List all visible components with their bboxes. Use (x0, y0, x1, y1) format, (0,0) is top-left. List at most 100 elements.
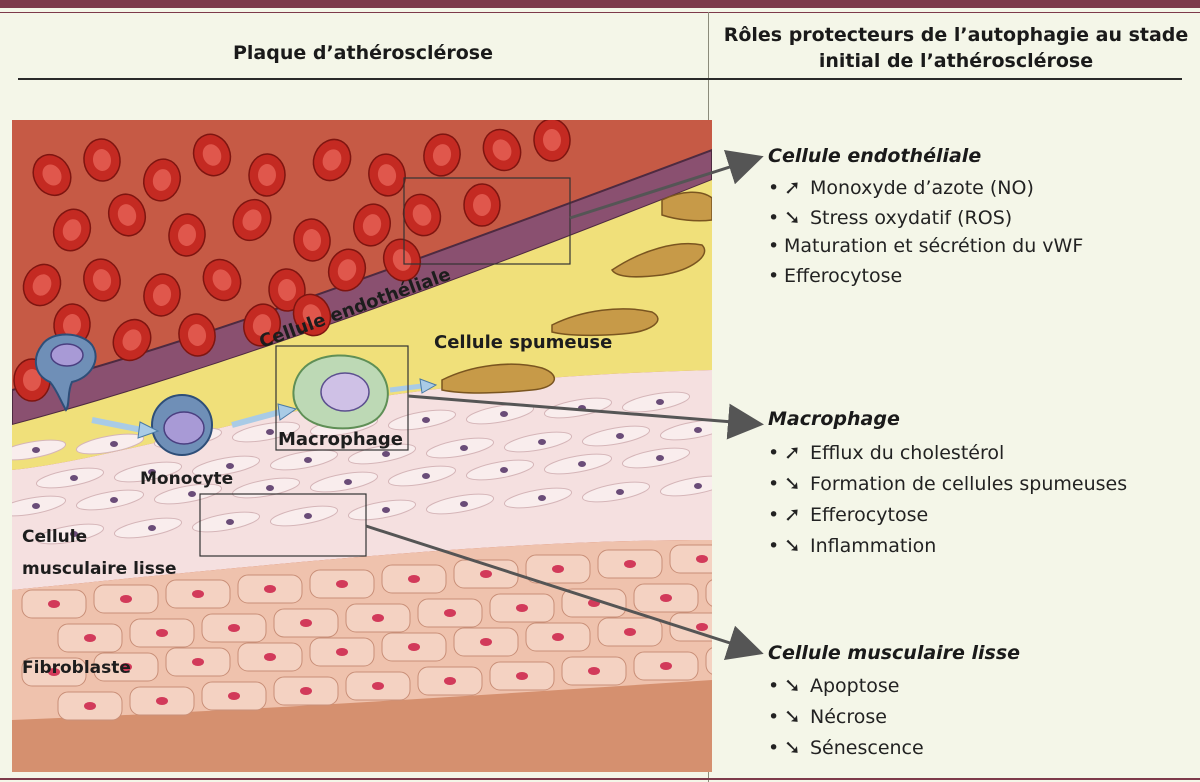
callout-box-endothelial (403, 177, 571, 265)
fibroblast-nucleus (336, 580, 348, 588)
migration-arrow-1 (91, 417, 143, 433)
fibroblast-nucleus (48, 600, 60, 608)
fibroblast-nucleus (228, 624, 240, 632)
red-blood-cell (292, 293, 332, 337)
label-foam-cell: Cellule spumeuse (434, 332, 612, 353)
smooth-muscle-nucleus (70, 475, 78, 481)
top-border (0, 0, 1200, 8)
item-text: Inflammation (810, 535, 937, 557)
fibroblast-nucleus (696, 623, 708, 631)
fibroblast-nucleus (624, 560, 636, 568)
down-arrow-icon: ➘ (784, 205, 801, 229)
red-blood-cells (13, 120, 571, 402)
smooth-muscle-nucleus (422, 473, 430, 479)
fibroblast-nucleus (120, 595, 132, 603)
fibroblast-nucleus (516, 672, 528, 680)
item-text: Apoptose (810, 675, 900, 697)
up-arrow-icon: ➚ (784, 440, 801, 464)
smooth-muscle-nucleus (110, 441, 118, 447)
bullet: • (768, 177, 780, 199)
smooth-muscle-nucleus (616, 489, 624, 495)
red-blood-cell (178, 313, 216, 357)
red-blood-cell (312, 138, 352, 182)
panel-title-endothelial: Cellule endothéliale (768, 145, 982, 167)
red-blood-cell (248, 153, 286, 197)
bullet: • (768, 442, 780, 464)
red-blood-cell (83, 258, 121, 302)
bullet: • (768, 265, 780, 287)
down-arrow-icon: ➘ (784, 735, 801, 759)
fibroblast-nucleus (444, 677, 456, 685)
foam-cell-2 (551, 308, 659, 337)
item-text: Sénescence (810, 737, 924, 759)
smooth-muscle-nucleus (656, 399, 664, 405)
fibroblast-nucleus (408, 575, 420, 583)
item-text: Efferocytose (784, 265, 903, 287)
panel-item: •➚Monoxyde d’azote (NO) (768, 175, 1034, 199)
smooth-muscle-nucleus (70, 531, 78, 537)
fibroblast-nucleus (192, 590, 204, 598)
fibroblast-nucleus (660, 594, 672, 602)
smooth-muscle-nucleus (578, 405, 586, 411)
header-rule (18, 78, 1182, 80)
red-blood-cell (533, 120, 571, 162)
panel-item: •➘Formation de cellules spumeuses (768, 471, 1127, 495)
label-smc-line2: musculaire lisse (22, 559, 177, 579)
red-blood-cell (482, 128, 522, 172)
bullet: • (768, 535, 780, 557)
down-arrow-icon: ➘ (784, 471, 801, 495)
smooth-muscle-nucleus (226, 463, 234, 469)
migration-arrowhead-1 (137, 421, 160, 439)
smooth-muscle-nucleus (500, 467, 508, 473)
item-text: Efflux du cholestérol (810, 442, 1005, 464)
fibroblast-nucleus (444, 609, 456, 617)
red-blood-cell (368, 153, 406, 197)
monocyte-cell (151, 394, 213, 456)
fibroblast-nucleus (336, 648, 348, 656)
fibroblast-nucleus (552, 565, 564, 573)
item-text: Formation de cellules spumeuses (810, 473, 1128, 495)
panel-item: •➘Inflammation (768, 533, 936, 557)
smooth-muscle-nucleus (32, 447, 40, 453)
fibroblast-nucleus (372, 614, 384, 622)
red-blood-cell (168, 213, 206, 257)
item-text: Stress oxydatif (ROS) (810, 207, 1013, 229)
label-fibroblast: Fibroblaste (22, 658, 131, 678)
label-macrophage: Macrophage (278, 429, 403, 450)
header-left: Plaque d’athérosclérose (232, 42, 494, 64)
fibroblast-cell (705, 647, 712, 675)
panel-item: •➚Efferocytose (768, 502, 928, 526)
fibroblast-nucleus (300, 687, 312, 695)
adventitia-edge (12, 680, 712, 772)
fibroblast-nucleus (300, 619, 312, 627)
red-blood-cell (293, 218, 331, 262)
red-blood-cell (143, 273, 181, 317)
bullet: • (768, 737, 780, 759)
bullet: • (768, 504, 780, 526)
smooth-muscle-nucleus (382, 451, 390, 457)
up-arrow-icon: ➚ (784, 175, 801, 199)
item-text: Efferocytose (810, 504, 929, 526)
panel-item: •➘Nécrose (768, 704, 887, 728)
smooth-muscle-nucleus (538, 439, 546, 445)
red-blood-cell (52, 208, 92, 252)
panel-item: •➘ Sénescence (768, 735, 924, 759)
smooth-muscle-nucleus (304, 513, 312, 519)
smooth-muscle-nucleus (460, 501, 468, 507)
fibroblast-nucleus (264, 653, 276, 661)
smooth-muscle-nucleus (694, 427, 702, 433)
smooth-muscle-nucleus (110, 497, 118, 503)
panel-item: •Efferocytose (768, 265, 902, 287)
fibroblast-nucleus (660, 662, 672, 670)
smooth-muscle-nucleus (32, 503, 40, 509)
header-right: Rôles protecteurs de l’autophagie au sta… (723, 24, 1189, 72)
red-blood-cell (202, 258, 242, 302)
migration-arrow-2 (231, 409, 281, 428)
smooth-muscle-nucleus (616, 433, 624, 439)
monocyte-circulating (34, 333, 97, 412)
fibroblast-nucleus (120, 663, 132, 671)
red-blood-cell (143, 158, 181, 202)
bullet: • (768, 235, 780, 257)
smooth-muscle-nucleus (266, 429, 274, 435)
